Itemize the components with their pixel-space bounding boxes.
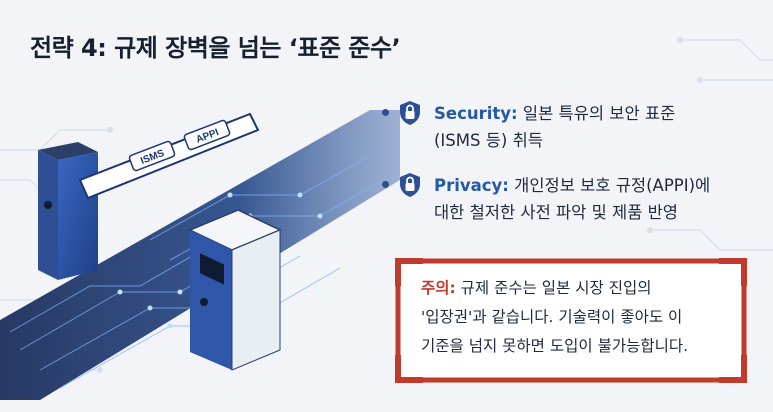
- barrier-arm: ISMS APPI: [78, 112, 260, 200]
- left-gate-post: [38, 142, 98, 280]
- warning-box: 주의: 규제 준수는 일본 시장 진입의 '입장권'과 같습니다. 기술력이 좋…: [395, 258, 747, 383]
- privacy-keyword: Privacy:: [434, 176, 509, 195]
- security-text-line1: 일본 특유의 보안 표준: [522, 104, 676, 123]
- security-text-line2: (ISMS 등) 취득: [434, 131, 543, 150]
- bullet-security: Security: 일본 특유의 보안 표준 (ISMS 등) 취득: [382, 100, 762, 154]
- bullet-list: Security: 일본 특유의 보안 표준 (ISMS 등) 취득 Priva…: [382, 100, 762, 244]
- warning-frame: [395, 258, 747, 383]
- security-keyword: Security:: [434, 104, 518, 123]
- bullet-dot: [382, 109, 389, 116]
- warning-label: 주의:: [421, 279, 456, 297]
- warning-line3: 기준을 넘지 못하면 도입이 불가능합니다.: [421, 337, 689, 355]
- lock-shield-icon: [400, 173, 420, 197]
- slide-title: 전략 4: 규제 장벽을 넘는 ‘표준 준수’: [30, 34, 401, 62]
- bullet-dot: [382, 181, 389, 188]
- lock-shield-icon: [400, 101, 420, 125]
- right-gate-post: [188, 209, 282, 371]
- privacy-text-line2: 대한 철저한 사전 파악 및 제품 반영: [434, 203, 678, 222]
- warning-line1: 규제 준수는 일본 시장 진입의: [460, 279, 652, 297]
- privacy-text-line1: 개인정보 보호 규정(APPI)에: [514, 176, 711, 195]
- warning-line2: '입장권'과 같습니다. 기술력이 좋아도 이: [421, 308, 683, 326]
- bullet-privacy: Privacy: 개인정보 보호 규정(APPI)에 대한 철저한 사전 파악 …: [382, 172, 762, 226]
- security-gate-illustration: ISMS APPI: [0, 110, 400, 400]
